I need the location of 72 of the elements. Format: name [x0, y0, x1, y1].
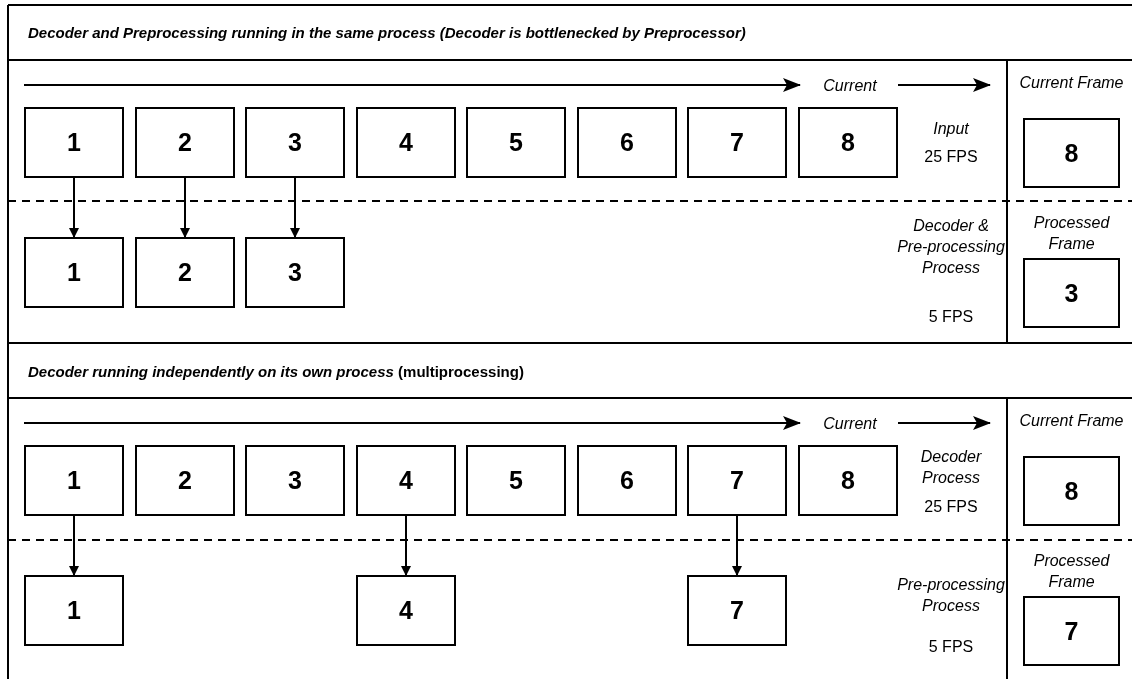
frame-box: [245, 107, 345, 178]
frame-number: 8: [1064, 138, 1079, 168]
frame-box: [798, 107, 898, 178]
frame-number: 7: [730, 596, 744, 625]
process-label: Decoder & Pre-processing Process: [896, 216, 1006, 278]
frame-number: 5: [509, 128, 523, 157]
arrow: [180, 177, 190, 238]
frame-number: 2: [178, 258, 192, 287]
frame-box: [245, 237, 345, 308]
frame-number: 1: [67, 466, 81, 495]
frame-number: 8: [1064, 476, 1079, 506]
frame-number: 4: [399, 466, 413, 495]
frame-box: [356, 445, 456, 516]
section-heading: Decoder running independently on its own process (multiprocessing): [28, 362, 525, 382]
frame-box: [687, 107, 787, 178]
frame-box: [1023, 596, 1120, 666]
rate-label: 5 FPS: [927, 637, 975, 657]
frame-box: [466, 107, 566, 178]
frame-number: 6: [620, 466, 634, 495]
frame-box: [356, 575, 456, 646]
frame-box: [135, 445, 235, 516]
frame-box: [135, 237, 235, 308]
rate-label: 25 FPS: [923, 497, 979, 517]
frame-number: 1: [67, 596, 81, 625]
frame-number: 8: [841, 128, 855, 157]
frame-box: [245, 445, 345, 516]
frame-number: 1: [67, 128, 81, 157]
frame-number: 3: [288, 128, 302, 157]
process-label: Pre-processing Process: [896, 575, 1006, 616]
frame-box: [1023, 258, 1120, 328]
frame-number: 2: [178, 128, 192, 157]
arrow: [401, 515, 411, 576]
frame-box: [135, 107, 235, 178]
frame-box: [577, 107, 677, 178]
rate-label: 5 FPS: [927, 307, 975, 327]
frame-number: 1: [67, 258, 81, 287]
frame-number: 7: [730, 466, 744, 495]
frame-box: [687, 445, 787, 516]
frame-box: [24, 107, 124, 178]
section-heading: Decoder and Preprocessing running in the same process (Decoder is bottlenecked by Preprocessor): [28, 23, 747, 43]
frame-number: 7: [1064, 616, 1079, 646]
frame-caption: Current Frame: [1018, 73, 1125, 93]
frame-number: 4: [399, 128, 413, 157]
frame-number: 7: [730, 128, 744, 157]
frame-number: 3: [288, 466, 302, 495]
arrow: [69, 515, 79, 576]
arrow: [732, 515, 742, 576]
frame-number: 5: [509, 466, 523, 495]
process-label: Decoder Process: [919, 447, 983, 488]
frame-box: [24, 237, 124, 308]
frame-number: 6: [620, 128, 634, 157]
frame-number: 2: [178, 466, 192, 495]
rate-label: 25 FPS: [923, 147, 979, 167]
frame-box: [24, 575, 124, 646]
frame-box: [798, 445, 898, 516]
frame-box: [466, 445, 566, 516]
frame-number: 8: [841, 466, 855, 495]
arrow: [290, 177, 300, 238]
frame-box: [356, 107, 456, 178]
frame-caption: Current Frame: [1018, 411, 1125, 431]
frame-caption: Processed Frame: [1032, 213, 1111, 254]
frame-box: [1023, 456, 1120, 526]
frame-caption: Processed Frame: [1032, 551, 1111, 592]
frame-box: [687, 575, 787, 646]
frame-number: 3: [1064, 278, 1079, 308]
arrow: [69, 177, 79, 238]
frame-box: [577, 445, 677, 516]
frame-box: [1023, 118, 1120, 188]
frame-number: 3: [288, 258, 302, 287]
process-label: Input: [932, 119, 970, 139]
frame-number: 4: [399, 596, 413, 625]
frame-box: [24, 445, 124, 516]
